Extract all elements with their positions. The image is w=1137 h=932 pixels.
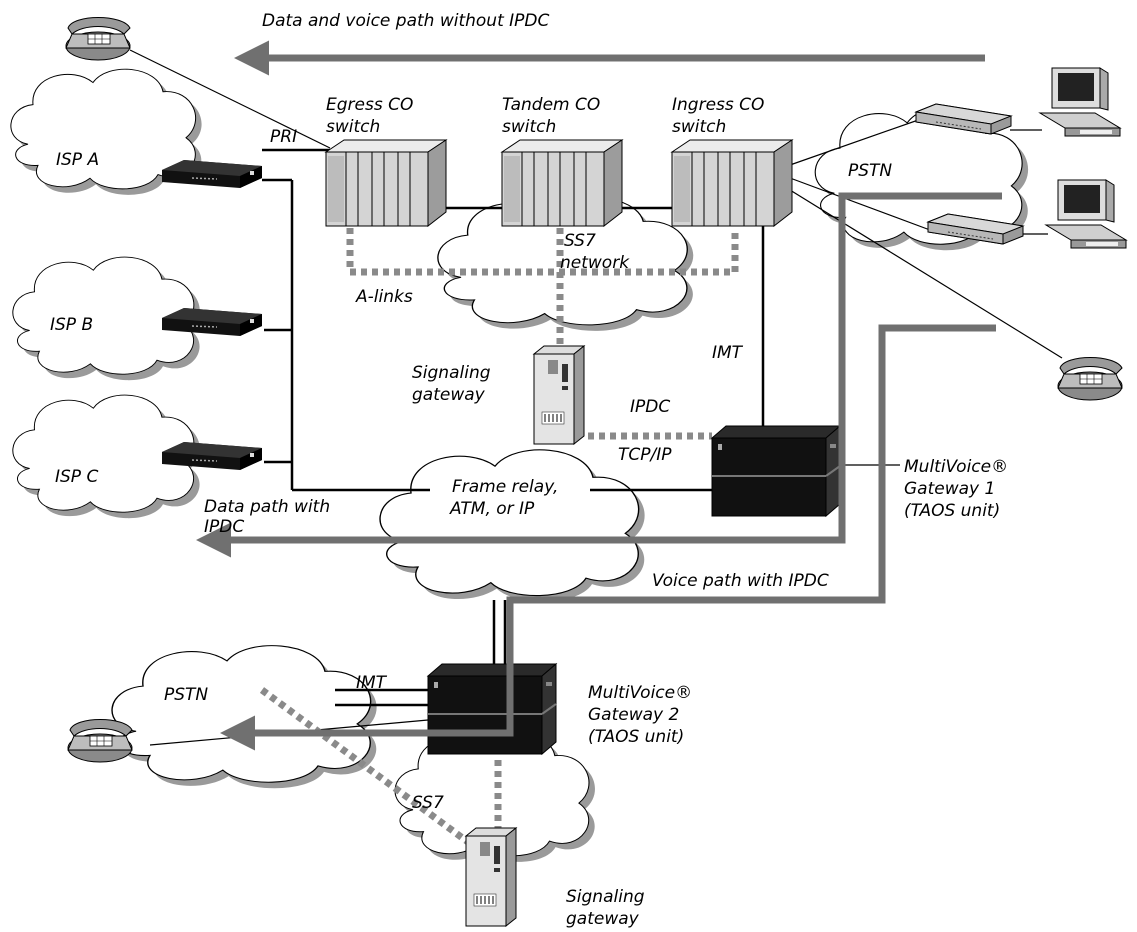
label-frame-relay-line2: ATM, or IP bbox=[449, 499, 535, 519]
cloud-pstn-bottom bbox=[111, 644, 377, 789]
phone-right-icon bbox=[1057, 357, 1123, 401]
label-gw2-line1: MultiVoice® bbox=[588, 683, 692, 703]
label-sg-bottom-line1: Signaling bbox=[566, 887, 645, 907]
phone-top-left-icon bbox=[65, 17, 131, 61]
label-ingress-line2: switch bbox=[672, 117, 726, 137]
label-ss7-bottom: SS7 bbox=[412, 793, 444, 813]
multivoice-gateway-1-icon bbox=[711, 425, 841, 517]
label-imt-top: IMT bbox=[712, 343, 744, 363]
label-tandem-line1: Tandem CO bbox=[502, 95, 600, 115]
label-datapath-line2: IPDC bbox=[204, 517, 244, 537]
label-pstn-right: PSTN bbox=[848, 161, 892, 181]
label-frame-relay-line1: Frame relay, bbox=[452, 477, 558, 497]
label-pstn-bottom: PSTN bbox=[164, 685, 208, 705]
label-sg-bottom-line2: gateway bbox=[566, 909, 640, 929]
label-gw1-line1: MultiVoice® bbox=[904, 457, 1008, 477]
multivoice-gateway-2-icon bbox=[427, 663, 557, 755]
label-tcpip: TCP/IP bbox=[618, 445, 672, 465]
cloud-frame-relay bbox=[379, 449, 645, 602]
label-ipdc: IPDC bbox=[630, 397, 670, 417]
label-ingress-line1: Ingress CO bbox=[672, 95, 764, 115]
signaling-dotted-lines bbox=[259, 228, 739, 848]
label-imt-bottom: IMT bbox=[356, 673, 388, 693]
label-isp-a: ISP A bbox=[56, 150, 99, 170]
label-datapath-line1: Data path with bbox=[204, 497, 330, 517]
label-gw2-line2: Gateway 2 bbox=[588, 705, 679, 725]
tandem-co-switch-icon bbox=[501, 139, 623, 227]
label-gw1-line3: (TAOS unit) bbox=[904, 501, 1000, 521]
router-isp-a-icon bbox=[161, 159, 263, 189]
phone-bottom-left-icon bbox=[67, 719, 133, 763]
computer-top-icon bbox=[1039, 67, 1121, 137]
label-isp-c: ISP C bbox=[55, 467, 98, 487]
arrow-voice-path-ipdc bbox=[220, 324, 996, 751]
label-sg-top-line1: Signaling bbox=[412, 363, 491, 383]
label-pri: PRI bbox=[270, 127, 297, 147]
label-gw2-line3: (TAOS unit) bbox=[588, 727, 684, 747]
label-egress-line2: switch bbox=[326, 117, 380, 137]
signaling-gateway-top-icon bbox=[533, 345, 585, 445]
arrow-data-path-ipdc bbox=[196, 192, 1002, 558]
label-top-path: Data and voice path without IPDC bbox=[262, 11, 549, 31]
label-egress-line1: Egress CO bbox=[326, 95, 413, 115]
label-ss7-line1: SS7 bbox=[564, 231, 596, 251]
path-arrows bbox=[196, 40, 1002, 751]
ingress-co-switch-icon bbox=[671, 139, 793, 227]
egress-co-switch-icon bbox=[325, 139, 447, 227]
label-gw1-line2: Gateway 1 bbox=[904, 479, 995, 499]
signaling-gateway-bottom-icon bbox=[465, 827, 517, 927]
label-isp-b: ISP B bbox=[50, 315, 93, 335]
computer-bottom-icon bbox=[1045, 179, 1127, 249]
label-alinks: A-links bbox=[355, 287, 413, 307]
label-tandem-line2: switch bbox=[502, 117, 556, 137]
label-voicepath: Voice path with IPDC bbox=[652, 571, 829, 591]
label-sg-top-line2: gateway bbox=[412, 385, 486, 405]
label-ss7-line2: network bbox=[560, 253, 630, 273]
